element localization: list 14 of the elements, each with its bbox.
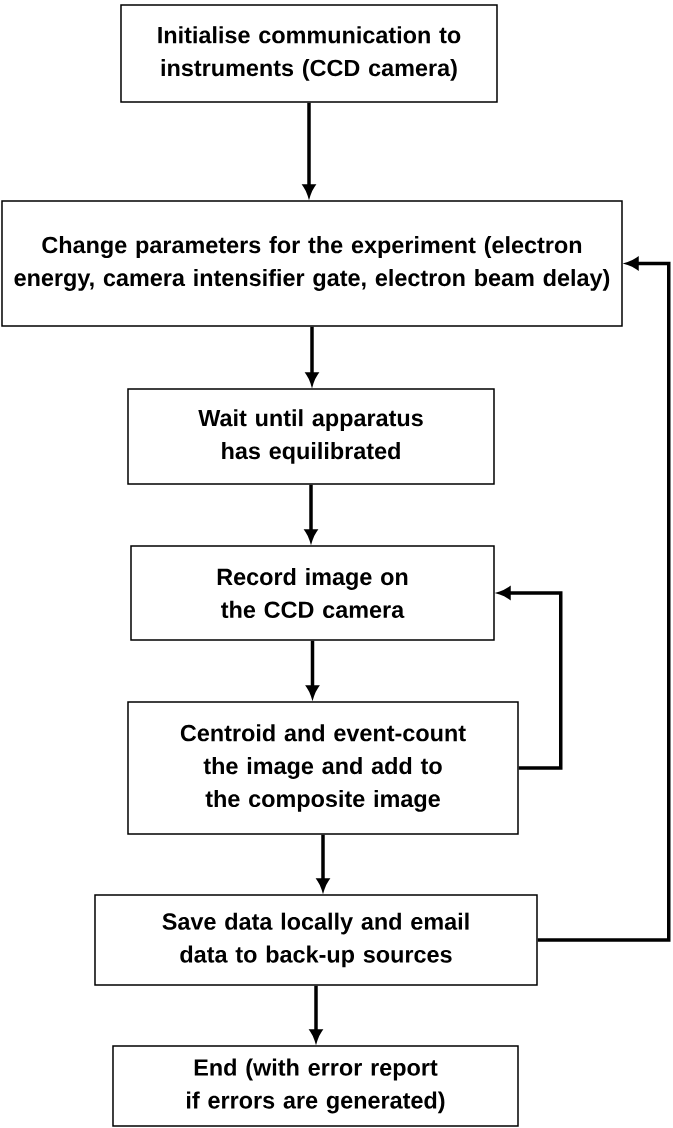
arrow — [498, 587, 563, 770]
arrow — [303, 102, 315, 197]
process-box: Centroid and event-count the image and add to the composite image — [127, 701, 519, 835]
process-box: Change parameters for the experiment (electron energy, camera intensifier gate, electron beam delay) — [1, 200, 623, 327]
arrow — [537, 257, 671, 942]
arrow — [317, 834, 329, 891]
process-box: Initialise communication to instruments (CCD camera) — [120, 4, 498, 103]
process-box: Save data locally and email data to back-up sources — [94, 894, 538, 986]
process-box: Record image on the CCD camera — [130, 545, 495, 641]
arrow — [310, 985, 322, 1042]
arrow — [305, 484, 317, 542]
process-box: Wait until apparatus has equilibrated — [127, 388, 495, 485]
arrow — [306, 326, 318, 385]
process-box: End (with error report if errors are generated) — [112, 1045, 519, 1127]
